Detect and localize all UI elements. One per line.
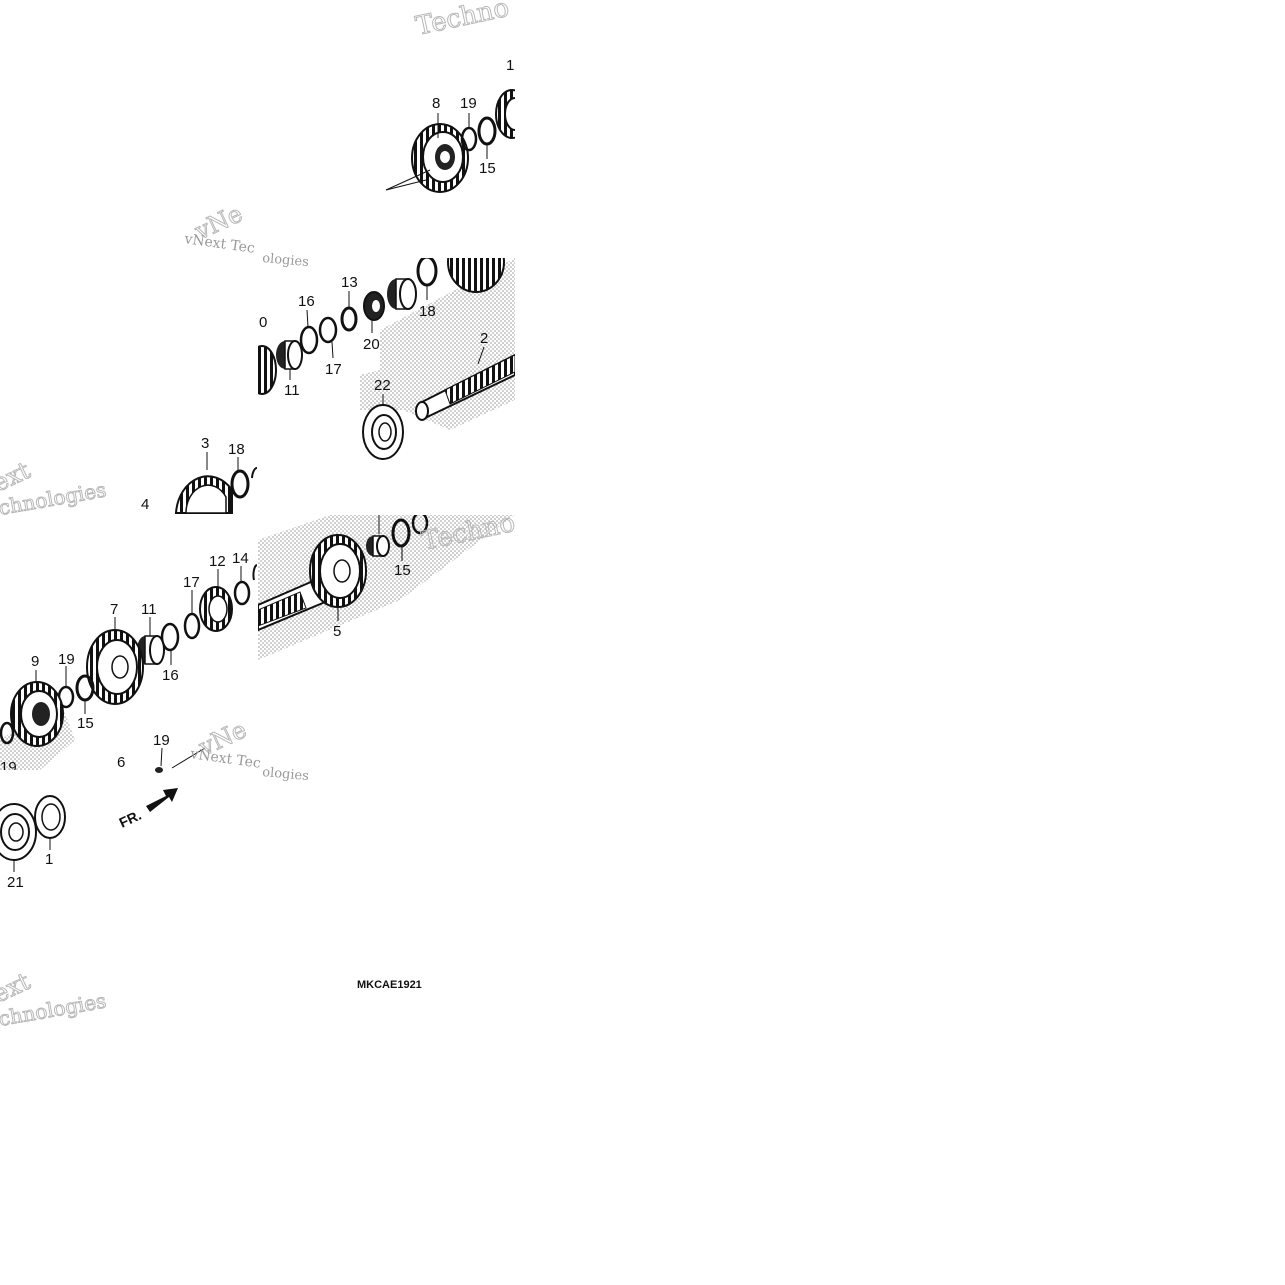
washer-16-b <box>160 622 180 652</box>
watermark-ologies-1: ologies <box>262 251 310 270</box>
bushing-11 <box>276 340 303 370</box>
callout-19-b: 19 <box>58 651 75 668</box>
callout-13: 13 <box>341 274 358 291</box>
cluster-gear-3: 3 18 4 <box>141 435 258 514</box>
washer-13 <box>340 306 358 332</box>
gear-5 <box>309 534 367 608</box>
bushing-11-b <box>137 635 165 665</box>
callout-21: 21 <box>7 874 24 891</box>
washer-16 <box>299 325 319 355</box>
callout-18: 18 <box>419 303 436 320</box>
callout-0: 0 <box>259 314 267 331</box>
watermark-vnext-tec-2: vNext Tec <box>188 746 261 772</box>
callout-20: 20 <box>363 336 380 353</box>
callout-22: 22 <box>374 377 391 394</box>
front-direction-arrow: FR. <box>117 788 178 831</box>
callout-15: 15 <box>479 160 496 177</box>
washer-14 <box>233 580 251 606</box>
washer-17 <box>183 612 201 640</box>
middle-tile: 16 13 18 20 0 17 11 2 22 <box>258 258 515 460</box>
watermark-vnext-tec-1: vNext Tec <box>182 231 255 257</box>
washer-1 <box>34 795 66 839</box>
callout-5: 5 <box>333 623 341 640</box>
callout-16-b: 16 <box>162 667 179 684</box>
front-label: FR. <box>117 807 144 831</box>
gear-7 <box>86 629 144 705</box>
callout-9: 9 <box>31 653 39 670</box>
callout-15-b: 15 <box>77 715 94 732</box>
callout-12: 12 <box>209 553 226 570</box>
callout-19-d: 19 <box>153 732 170 749</box>
callout-16: 16 <box>298 293 315 310</box>
bottom-right-tile: 15 5 Techno <box>258 515 515 660</box>
washer-15 <box>477 116 497 146</box>
callout-4: 4 <box>141 496 149 513</box>
collar <box>387 278 417 310</box>
snapring-17 <box>318 316 338 344</box>
shaft-2 <box>415 353 515 421</box>
callout-19-c: 19 <box>0 759 17 776</box>
callout-8: 8 <box>432 95 440 112</box>
callout-11: 11 <box>284 382 300 399</box>
watermark-ologies-2: ologies <box>262 765 310 784</box>
callout-7: 7 <box>110 601 118 618</box>
callout-18-b: 18 <box>228 441 245 458</box>
washer-15-c <box>391 518 411 548</box>
watermark-techno: Techno <box>413 0 512 42</box>
gear-8 <box>411 123 469 193</box>
callout-1-top: 1 <box>506 57 514 74</box>
callout-17-b: 17 <box>183 574 200 591</box>
callout-11-b: 11 <box>141 601 157 618</box>
washer-15-b <box>75 674 95 702</box>
callout-14: 14 <box>232 550 249 567</box>
callout-15-c: 15 <box>394 562 411 579</box>
drawing-code: MKCAE1921 <box>357 979 422 991</box>
bottom-left-tile: 12 14 17 7 11 16 9 19 15 19 <box>0 550 257 776</box>
callout-1: 1 <box>45 851 53 868</box>
callout-2: 2 <box>480 330 488 347</box>
top-tile: 8 19 15 1 Techno <box>385 0 515 193</box>
callout-6: 6 <box>117 754 125 771</box>
callout-19: 19 <box>460 95 477 112</box>
bearing-22 <box>362 404 404 460</box>
bushing-5 <box>366 535 390 557</box>
bearing-21 <box>0 803 37 861</box>
callout-17: 17 <box>325 361 342 378</box>
gear-9 <box>10 681 64 747</box>
washer-18 <box>416 258 438 287</box>
callout-3: 3 <box>201 435 209 452</box>
